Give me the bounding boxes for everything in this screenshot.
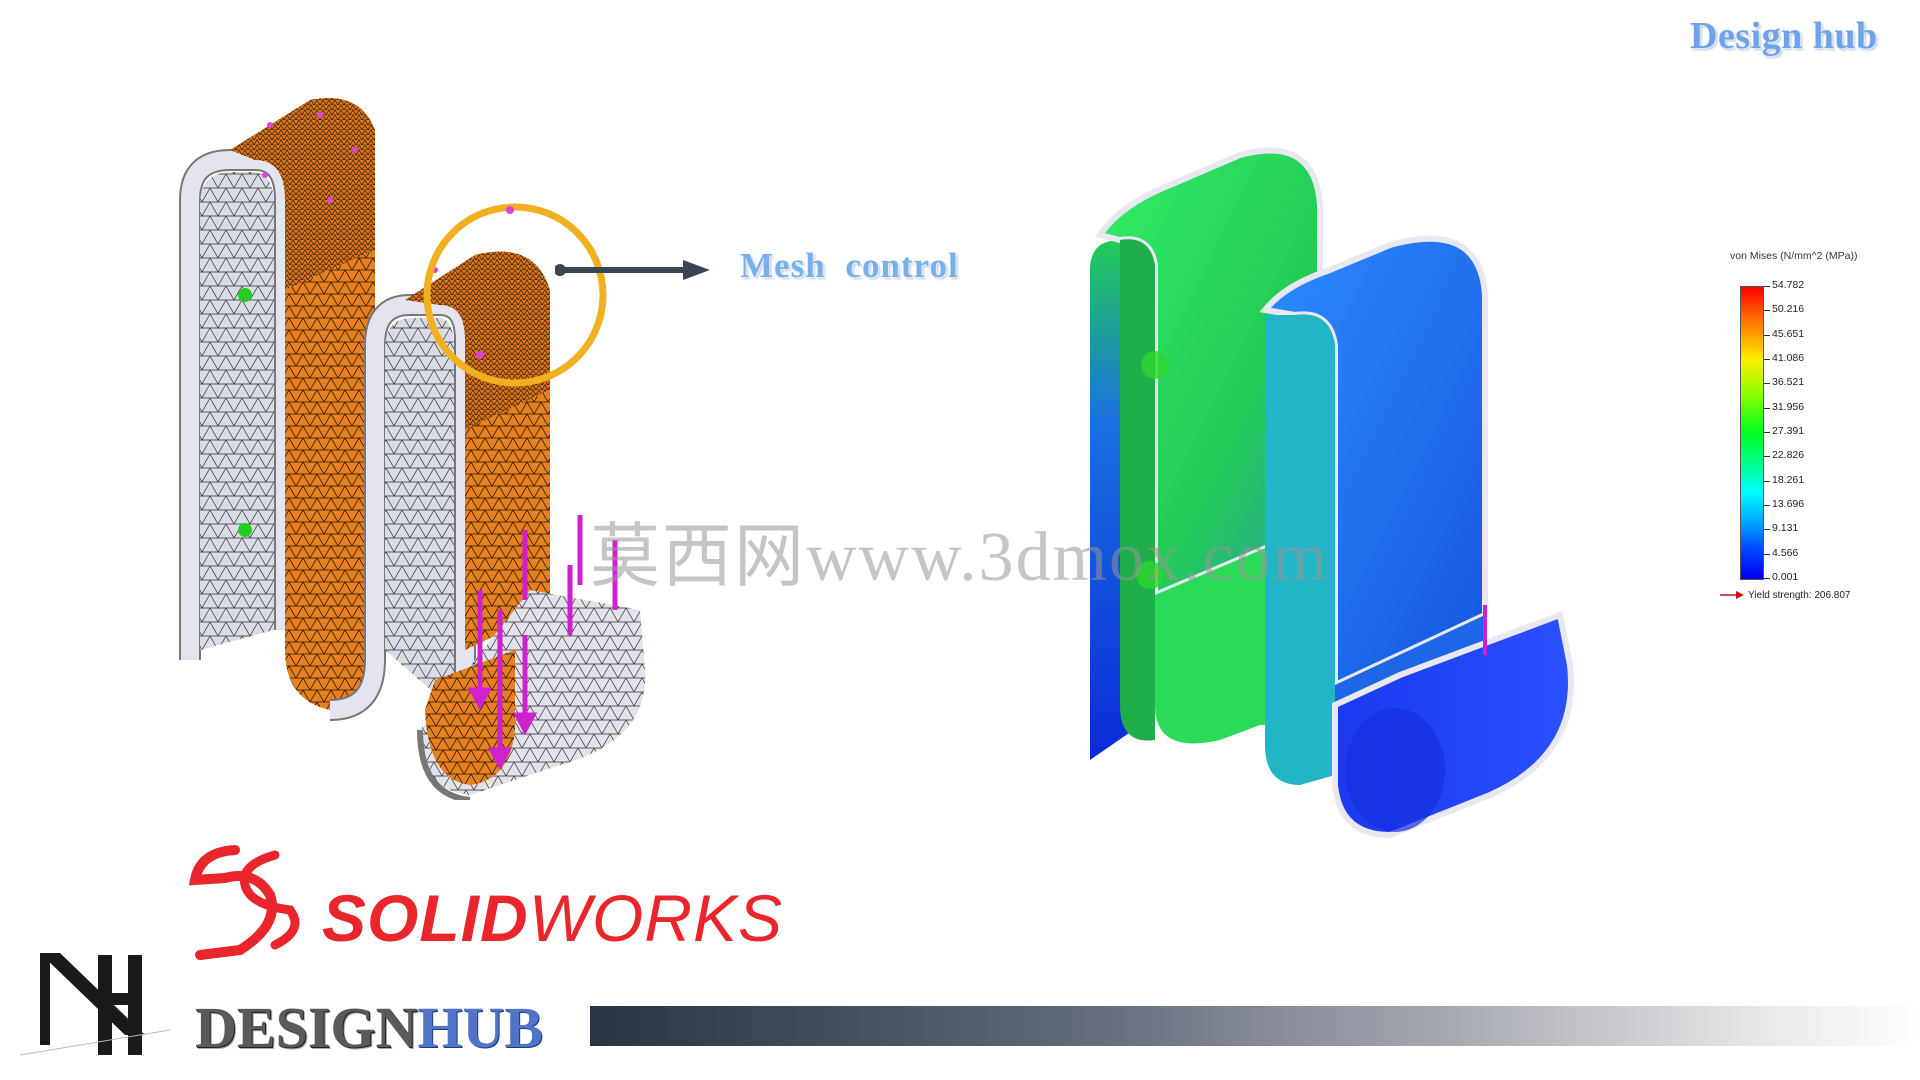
legend-tick-mark xyxy=(1764,407,1770,409)
legend-title: von Mises (N/mm^2 (MPa)) xyxy=(1730,250,1858,262)
mesh-top-surface-1 xyxy=(230,98,375,290)
legend-tick-label: 0.001 xyxy=(1772,571,1799,583)
legend-tick-mark xyxy=(1764,529,1770,531)
legend-tick-mark xyxy=(1764,505,1770,506)
legend-tick-label: 27.391 xyxy=(1772,425,1805,437)
fixture-markers xyxy=(238,288,252,537)
legend-tick-mark xyxy=(1764,310,1770,312)
design-hub-logo-icon xyxy=(20,953,170,1056)
legend-tick-mark xyxy=(1764,456,1770,458)
legend-color-bar xyxy=(1740,286,1764,580)
legend-tick-label: 31.956 xyxy=(1772,400,1805,413)
solidworks-wordmark: SOLIDWORKS xyxy=(322,881,784,955)
mesh-control-arrow xyxy=(555,260,710,280)
legend-tick-label: 41.086 xyxy=(1772,352,1805,364)
mesh-strip-left xyxy=(179,149,296,660)
legend-tick-mark xyxy=(1764,578,1770,579)
legend-tick-label: 4.566 xyxy=(1772,546,1799,559)
load-arrows xyxy=(467,515,618,771)
legend-tick-label: 54.782 xyxy=(1772,279,1805,291)
mesh-front-face-1 xyxy=(285,250,375,710)
red-arrow-icon xyxy=(1720,591,1744,600)
ds-logo-icon xyxy=(188,845,300,960)
legend-tick-label: 18.261 xyxy=(1772,473,1805,486)
mesh-control-label: Mesh control xyxy=(740,246,959,285)
stress-bottom-cylinder xyxy=(1332,605,1574,839)
watermark-text: 莫西网www.3dmox.com xyxy=(590,519,1330,596)
mesh-control-ring xyxy=(423,203,607,387)
stress-result-view xyxy=(1090,147,1574,839)
legend-tick-label: 9.131 xyxy=(1772,522,1799,535)
footer-gradient-bar xyxy=(590,1006,1920,1046)
legend-tick-label: 45.651 xyxy=(1772,327,1805,340)
legend-tick-mark xyxy=(1764,553,1770,555)
design-hub-wordmark: DESIGNHUB xyxy=(195,995,544,1060)
legend-tick-mark xyxy=(1764,432,1770,433)
stress-fixtures xyxy=(1136,351,1169,589)
yield-strength-label: Yield strength: 206.807 xyxy=(1720,590,1850,601)
legend-tick-mark xyxy=(1764,286,1770,287)
legend-tick-label: 36.521 xyxy=(1772,376,1805,389)
legend-tick-mark xyxy=(1764,480,1770,482)
legend-tick-mark xyxy=(1764,383,1770,385)
legend-tick-mark xyxy=(1764,359,1770,360)
legend-tick-label: 50.216 xyxy=(1772,303,1805,316)
legend-tick-mark xyxy=(1764,334,1770,336)
mesh-front-face-2 xyxy=(465,390,550,650)
legend-tick-label: 22.826 xyxy=(1772,449,1805,462)
legend-tick-label: 13.696 xyxy=(1772,498,1805,510)
stress-legend: von Mises (N/mm^2 (MPa)) 54.782 50.216 45.… xyxy=(1720,250,1900,610)
mesh-model-view xyxy=(179,98,646,800)
brand-title: Design hub xyxy=(1690,15,1878,57)
yield-strength-text: Yield strength: 206.807 xyxy=(1748,590,1851,601)
